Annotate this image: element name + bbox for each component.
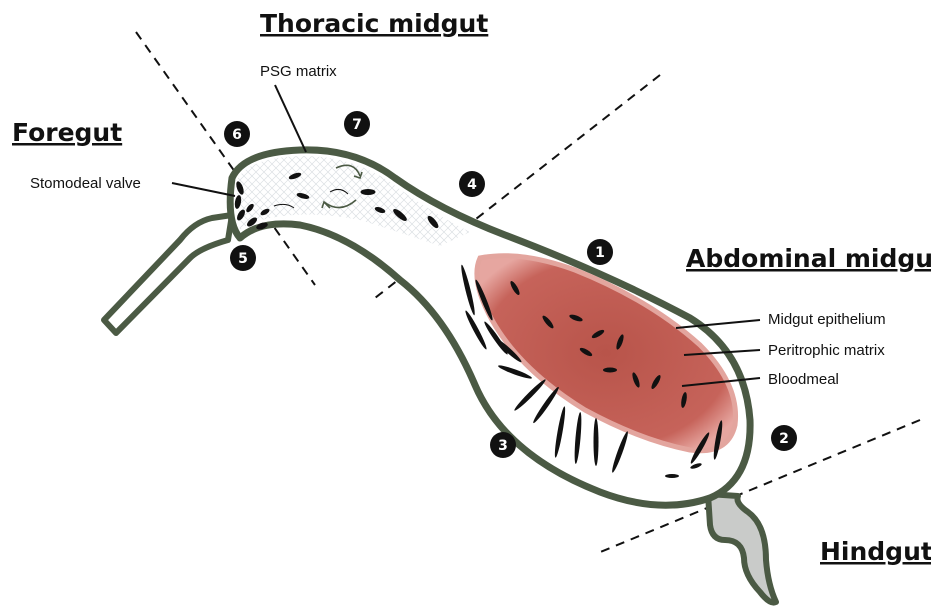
- region-title-abdominal-midgut: Abdominal midgut: [686, 244, 931, 273]
- label-midgut-epithelium: Midgut epithelium: [768, 311, 886, 328]
- marker-7: 7: [344, 111, 370, 137]
- region-title-thoracic-midgut: Thoracic midgut: [260, 9, 488, 38]
- region-title-foregut: Foregut: [12, 118, 122, 147]
- marker-2-number: 2: [779, 431, 789, 447]
- marker-5-number: 5: [238, 251, 248, 267]
- foregut-tube: [104, 215, 232, 333]
- psg-matrix-leader: [275, 85, 306, 152]
- hindgut-tube: [708, 494, 776, 603]
- marker-2: 2: [771, 425, 797, 451]
- region-title-hindgut: Hindgut: [820, 537, 931, 566]
- label-stomodeal-valve: Stomodeal valve: [30, 175, 141, 192]
- marker-1: 1: [587, 239, 613, 265]
- marker-6-number: 6: [232, 127, 242, 143]
- stomodeal-valve-leader: [172, 183, 235, 196]
- marker-1-number: 1: [595, 245, 605, 261]
- marker-6: 6: [224, 121, 250, 147]
- marker-4: 4: [459, 171, 485, 197]
- label-psg-matrix: PSG matrix: [260, 63, 337, 80]
- marker-3-number: 3: [498, 438, 508, 454]
- marker-3: 3: [490, 432, 516, 458]
- marker-7-number: 7: [352, 117, 362, 133]
- label-bloodmeal: Bloodmeal: [768, 371, 839, 388]
- marker-5: 5: [230, 245, 256, 271]
- marker-4-number: 4: [467, 177, 477, 193]
- label-peritrophic-matrix: Peritrophic matrix: [768, 342, 885, 359]
